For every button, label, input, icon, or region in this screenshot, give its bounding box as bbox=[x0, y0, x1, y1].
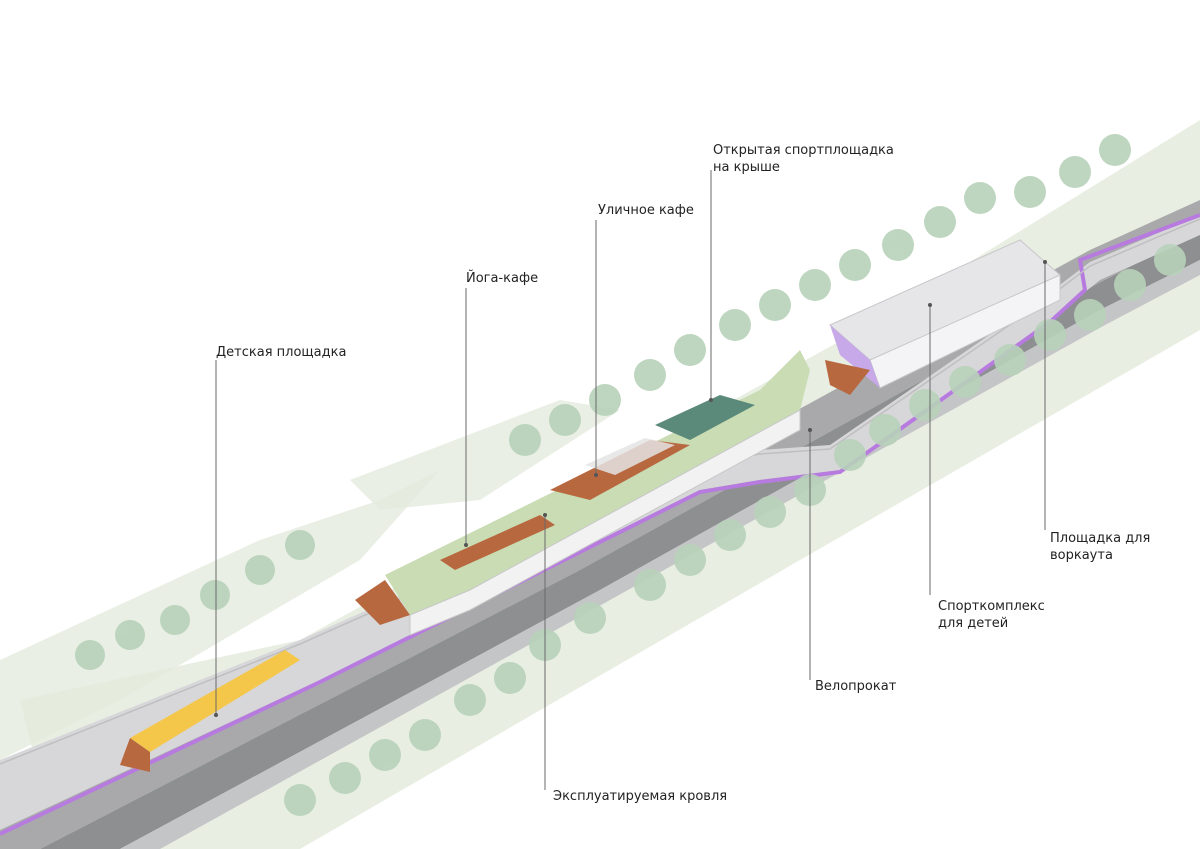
bike-rental-text: Велопрокат bbox=[815, 679, 897, 694]
label-childrens-playground: Детская площадка bbox=[216, 344, 346, 361]
lawn-upper bbox=[20, 120, 1200, 780]
workout-text-2: воркаута bbox=[1050, 548, 1113, 563]
childrens-playground-text: Детская площадка bbox=[216, 345, 347, 360]
lawn-upper-left bbox=[0, 470, 440, 760]
building-facade bbox=[409, 409, 801, 636]
rooftop-sports-text-2: на крыше bbox=[713, 160, 780, 175]
playground-pavilion bbox=[120, 650, 300, 772]
label-workout: Площадка для воркаута bbox=[1050, 530, 1150, 564]
entry-stairs bbox=[355, 580, 410, 625]
cafe-tables-area bbox=[585, 438, 675, 475]
label-yoga-cafe: Йога-кафе bbox=[466, 270, 538, 287]
trees bbox=[75, 134, 1131, 670]
roof-wood-strip bbox=[440, 515, 555, 570]
kids-sports-text-1: Спорткомплекс bbox=[938, 599, 1045, 614]
rooftop-sports-text-1: Открытая спортплощадка bbox=[713, 143, 894, 158]
sports-hall-wall bbox=[869, 274, 1061, 389]
label-bike-rental: Велопрокат bbox=[815, 678, 896, 695]
sports-hall-red-frame bbox=[825, 360, 870, 395]
sports-complex bbox=[825, 239, 1061, 395]
street-cafe-text: Уличное кафе bbox=[598, 203, 694, 218]
label-street-cafe: Уличное кафе bbox=[598, 202, 694, 219]
rooftop-sports-court bbox=[655, 395, 755, 440]
leader-lines bbox=[215, 170, 1046, 790]
yoga-cafe-text: Йога-кафе bbox=[466, 271, 539, 286]
leader-dots bbox=[214, 260, 1047, 717]
long-building bbox=[355, 350, 810, 636]
pavilion-base bbox=[120, 738, 150, 772]
label-kids-sports: Спорткомплекс для детей bbox=[938, 598, 1045, 632]
yellow-roof bbox=[130, 650, 300, 752]
label-usable-roof: Эксплуатируемая кровля bbox=[553, 788, 727, 805]
usable-roof-text: Эксплуатируемая кровля bbox=[553, 789, 728, 804]
label-rooftop-sports: Открытая спортплощадка на крыше bbox=[713, 142, 894, 176]
kids-sports-text-2: для детей bbox=[938, 616, 1009, 631]
workout-text-1: Площадка для bbox=[1050, 531, 1151, 546]
